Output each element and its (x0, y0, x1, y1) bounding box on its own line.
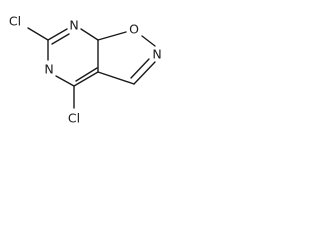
atom-label-o: O (129, 22, 139, 37)
atom-label-cl-top: Cl (9, 14, 21, 29)
atom-label-cl-bottom: Cl (68, 111, 80, 126)
bond-n-left-c4 (55, 75, 75, 87)
bond-c4-c3a (73, 71, 99, 87)
atom-label-n-right: N (152, 47, 161, 62)
bond-c3-c3a (97, 71, 135, 85)
bond-c4-c3a-double (75, 67, 98, 82)
bond-n-top-c7a (80, 28, 99, 41)
bond-c7a-o (97, 31, 127, 41)
atom-label-n-top: N (69, 18, 78, 33)
bonds (27, 27, 156, 109)
chemical-structure-diagram: Cl N N O N Cl (9, 14, 162, 126)
bond-n-right-c3-double (130, 58, 150, 79)
bond-c6-n-top-double (51, 33, 70, 45)
bond-c6-cl (27, 27, 49, 41)
atom-labels: Cl N N O N Cl (9, 14, 162, 126)
bond-o-n-right (141, 35, 156, 47)
bond-n-right-c3 (133, 61, 156, 85)
bond-c6-n-top (47, 28, 68, 41)
atom-label-n-left: N (44, 62, 53, 77)
